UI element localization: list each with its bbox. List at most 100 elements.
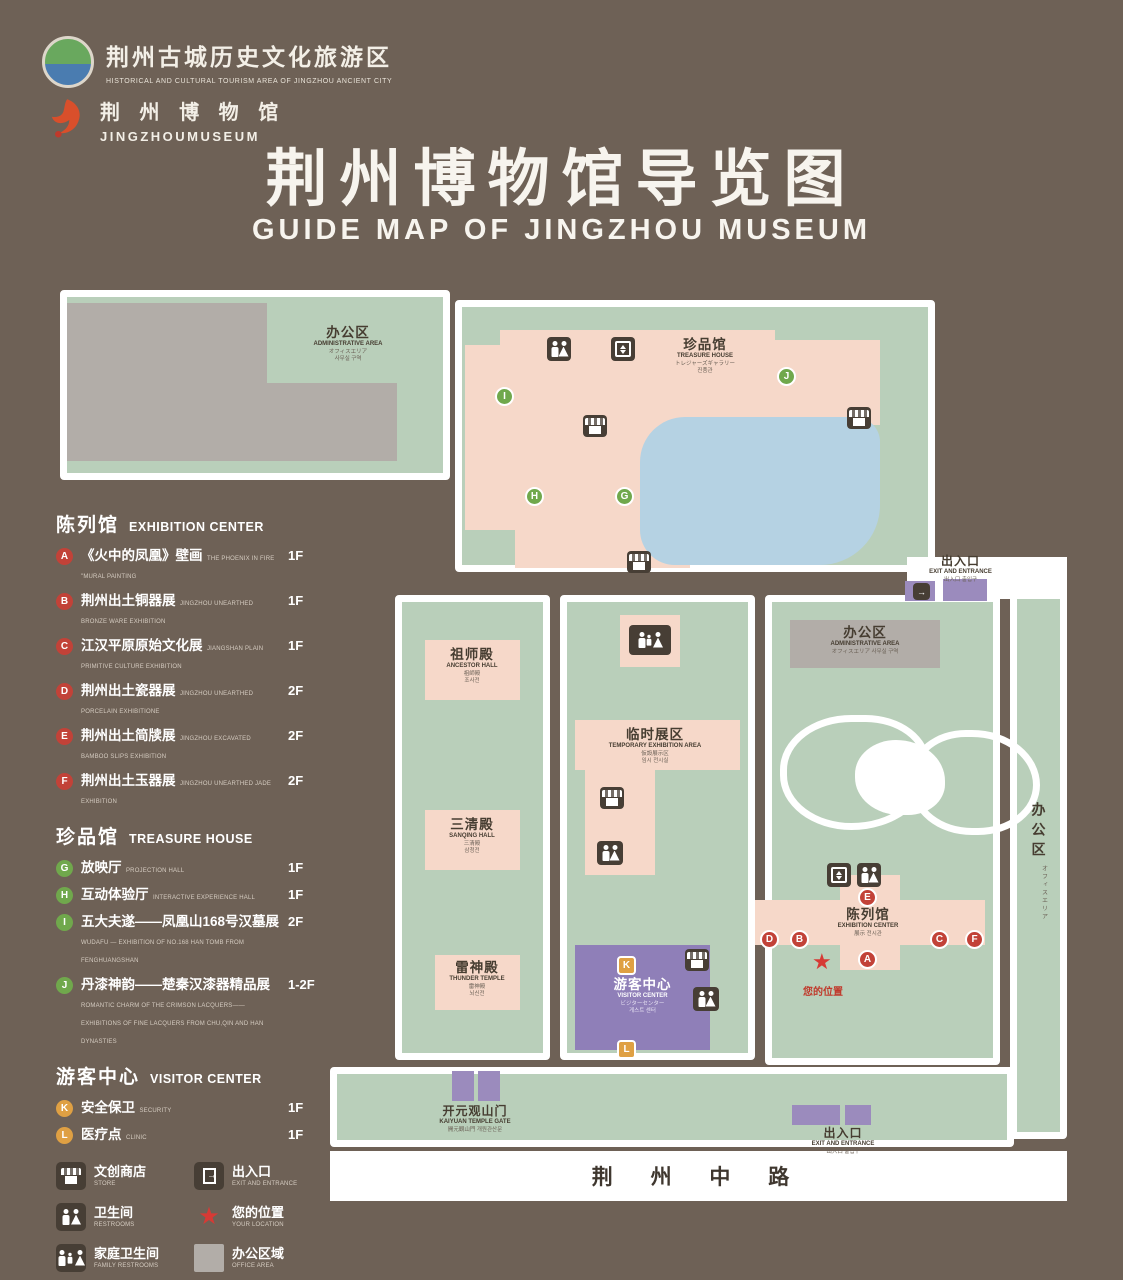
building-ancestor-hall <box>425 640 520 700</box>
marker-l: L <box>56 1127 73 1144</box>
family-restroom-icon <box>56 1244 86 1272</box>
marker-j: J <box>56 977 73 994</box>
legend-item-i: I 五大夫遂——凤凰山168号汉墓展 WUDAFU — EXHIBITION O… <box>56 913 320 967</box>
label-admin-strip: 办公区 オフィスエリア <box>1030 802 1047 921</box>
label-exit-south: 出入口 EXIT AND ENTRANCE 出入口 출입구 <box>811 1126 875 1156</box>
legend-item-e: E 荆州出土简牍展 JINGZHOU EXCAVATED BAMBOO SLIP… <box>56 727 320 763</box>
phoenix-icon <box>51 99 80 138</box>
map-marker-l: L <box>617 1040 636 1059</box>
legend-item-c: C 江汉平原原始文化展 JIANGSHAN PLAIN PRIMITIVE CU… <box>56 637 320 673</box>
legend-section-visitor: 游客中心 VISITOR CENTER <box>56 1067 262 1088</box>
gate-pier <box>792 1105 840 1125</box>
legend-section-exhibition: 陈列馆 EXHIBITION CENTER <box>56 515 264 536</box>
marker-b: B <box>56 593 73 610</box>
map-marker-a: A <box>858 950 877 969</box>
restroom-icon <box>597 841 623 865</box>
page-subtitle: GUIDE MAP OF JINGZHOU MUSEUM <box>252 214 871 246</box>
garden-plaza <box>855 740 945 815</box>
your-location-star-icon: ★ <box>198 1203 220 1230</box>
map-marker-i: I <box>495 387 514 406</box>
map-marker-e: E <box>858 888 877 907</box>
label-exhibition-center: 陈列馆 EXHIBITION CENTER 展示 전시관 <box>837 907 899 937</box>
gate-pier <box>943 579 987 601</box>
tourism-area-logo: 荆州古城历史文化旅游区 HISTORICAL AND CULTURAL TOUR… <box>42 36 392 88</box>
legend-section-treasure: 珍品馆 TREASURE HOUSE <box>56 827 253 848</box>
legend-item-l: L 医疗点 CLINIC 1F <box>56 1126 320 1144</box>
restroom-icon <box>857 863 881 887</box>
store-icon <box>685 949 709 971</box>
label-your-location: 您的位置 <box>803 987 843 998</box>
map-marker-c: C <box>930 930 949 949</box>
elevator-icon <box>827 863 851 887</box>
legend-item-g: G 放映厅 PROJECTION HALL 1F <box>56 859 320 877</box>
label-admin-area-east: 办公区 ADMINISTRATIVE AREA オフィスエリア 사무실 구역 <box>830 625 900 655</box>
gate-pier <box>845 1105 871 1125</box>
elevator-icon <box>611 337 635 361</box>
store-icon <box>847 407 871 429</box>
marker-f: F <box>56 773 73 790</box>
store-icon <box>56 1162 86 1190</box>
restroom-icon <box>693 987 719 1011</box>
map-marker-h: H <box>525 487 544 506</box>
label-exit-northeast: 出入口 EXIT AND ENTRANCE 出入口 출입구 <box>929 554 992 584</box>
store-icon <box>627 551 651 573</box>
gate-pier <box>478 1071 500 1101</box>
map-marker-k: K <box>617 956 636 975</box>
map-marker-g: G <box>615 487 634 506</box>
legend-item-j: J 丹漆神韵——楚秦汉漆器精品展 ROMANTIC CHARM OF THE C… <box>56 976 320 1048</box>
museum-name-en: JINGZHOUMUSEUM <box>100 129 260 144</box>
pond <box>640 417 880 565</box>
marker-i: I <box>56 914 73 931</box>
restroom-icon <box>547 337 571 361</box>
legend-item-h: H 互动体验厅 INTERACTIVE EXPERIENCE HALL 1F <box>56 886 320 904</box>
legend-panel: 陈列馆 EXHIBITION CENTER A 《火中的凤凰》壁画 THE PH… <box>56 496 320 1280</box>
your-location-star-icon: ★ <box>812 949 832 974</box>
gate-pier <box>452 1071 474 1101</box>
museum-logo: 荆 州 博 物 馆 JINGZHOUMUSEUM <box>44 96 285 144</box>
building-admin-northwest-wing <box>267 383 397 461</box>
marker-h: H <box>56 887 73 904</box>
lawn-south-strip <box>330 1067 1014 1147</box>
tourism-emblem-icon <box>42 36 94 88</box>
road-jingzhou-middle: 荆 州 中 路 <box>330 1151 1067 1201</box>
building-admin-northwest <box>67 303 267 461</box>
exit-entrance-icon: → <box>913 583 930 600</box>
building-admin-east <box>790 620 940 668</box>
building-thunder-temple <box>435 955 520 1010</box>
map-marker-d: D <box>760 930 779 949</box>
office-area-swatch <box>194 1244 224 1272</box>
legend-item-k: K 安全保卫 SECURITY 1F <box>56 1099 320 1117</box>
legend-item-f: F 荆州出土玉器展 JINGZHOU UNEARTHED JADE EXHIBI… <box>56 772 320 808</box>
tourism-name-cn: 荆州古城历史文化旅游区 <box>106 44 392 70</box>
label-kaiyuan-gate: 开元观山门 KAIYUAN TEMPLE GATE 開元観山門 개원관산문 <box>439 1104 511 1134</box>
legend-item-b: B 荆州出土铜器展 JINGZHOU UNEARTHED BRONZE WARE… <box>56 592 320 628</box>
marker-e: E <box>56 728 73 745</box>
lawn-east-strip <box>1010 587 1067 1139</box>
page-title: 荆州博物馆导览图 <box>265 145 858 214</box>
map-marker-f: F <box>965 930 984 949</box>
restroom-icon <box>629 625 671 655</box>
marker-d: D <box>56 683 73 700</box>
museum-name-cn: 荆 州 博 物 馆 <box>100 102 286 124</box>
legend-item-d: D 荆州出土瓷器展 JINGZHOU UNEARTHED PORCELAIN E… <box>56 682 320 718</box>
map-marker-b: B <box>790 930 809 949</box>
store-icon <box>583 415 607 437</box>
marker-g: G <box>56 860 73 877</box>
exit-entrance-icon: → <box>194 1162 224 1190</box>
marker-c: C <box>56 638 73 655</box>
marker-k: K <box>56 1100 73 1117</box>
